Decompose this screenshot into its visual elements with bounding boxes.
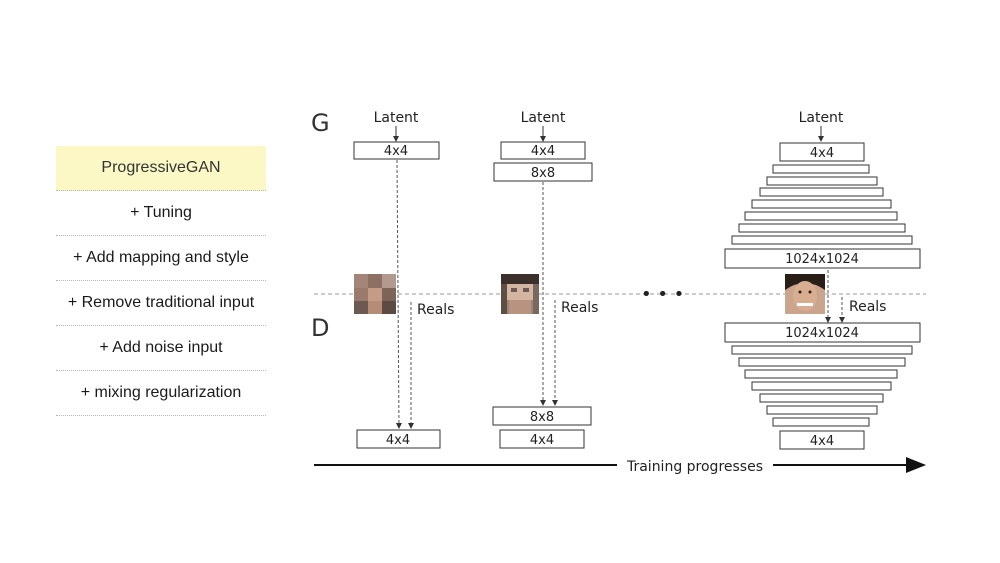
g-block-4x4 [779,142,865,162]
face-image-8x8 [501,274,539,314]
d-block-4x4 [499,429,585,449]
latent-label: Latent [799,110,844,126]
d-block-4x4-label: 4x4 [530,433,554,448]
step-mixing-regularization: + mixing regularization [56,371,266,416]
d-block-4x4-label: 4x4 [386,433,410,448]
step-noise-input: + Add noise input [56,326,266,371]
g-block-4x4 [353,141,440,160]
step-remove-input: + Remove traditional input [56,281,266,326]
g-block-4x4-label: 4x4 [384,144,408,159]
d-block-8x8 [492,406,592,426]
reals-label: Reals [561,300,598,316]
face-image-4x4 [354,274,396,314]
step-tuning: + Tuning [56,191,266,236]
d-block-8x8-label: 8x8 [530,410,554,425]
d-block-4x4-label: 4x4 [810,434,834,449]
face-image-1024 [785,274,825,314]
ellipsis: • • • [641,284,684,305]
progress-label: Training progresses [626,459,763,475]
g-block-1024-label: 1024x1024 [785,252,859,267]
d-block-4x4 [356,429,441,449]
step-progressivegan: ProgressiveGAN [56,146,266,191]
g-intermediate-layers [731,164,913,245]
g-block-4x4 [500,141,586,160]
d-block-4x4 [779,430,865,450]
d-block-1024-label: 1024x1024 [785,326,859,341]
reals-label: Reals [849,299,886,315]
g-block-4x4-label: 4x4 [810,146,834,161]
latent-label: Latent [374,110,419,126]
d-intermediate-layers [731,345,913,427]
g-label: G [311,109,330,137]
d-block-1024 [724,322,921,343]
latent-label: Latent [521,110,566,126]
g-block-8x8 [493,162,593,182]
d-label: D [311,314,329,342]
step-mapping-style: + Add mapping and style [56,236,266,281]
g-block-4x4-label: 4x4 [531,144,555,159]
technique-list: ProgressiveGAN + Tuning + Add mapping an… [56,146,266,416]
reals-label: Reals [417,302,454,318]
g-block-8x8-label: 8x8 [531,166,555,181]
g-block-1024 [724,248,921,269]
